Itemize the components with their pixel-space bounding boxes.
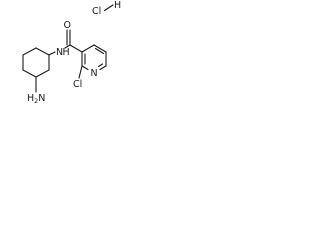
hcl-bond	[103, 4, 114, 12]
cyclohexane-bond	[35, 47, 50, 56]
pyridine-bond	[99, 65, 107, 71]
cyclohexane-bond	[22, 47, 37, 56]
cyclohexane-bond	[22, 69, 37, 78]
n-ring-bond	[48, 51, 56, 56]
c-cl-bond	[78, 65, 83, 79]
hcl-cl-label: Cl	[92, 6, 101, 17]
pyridine-bond	[81, 44, 95, 53]
amide-n-label: N	[56, 47, 63, 58]
chloro-substituent: Cl	[73, 65, 83, 90]
cyclohexane-ring	[22, 47, 50, 78]
amine-subscript: 2	[34, 97, 38, 105]
hcl-salt: Cl H	[92, 0, 121, 17]
amine-substituent: H2N	[27, 76, 45, 105]
ring-carbonyl-bond	[69, 44, 83, 53]
carbonyl-n-bond	[64, 44, 71, 49]
pyridine-bond	[93, 44, 107, 53]
amine-n-label: N	[38, 93, 45, 104]
amide-group: O N H	[48, 20, 83, 58]
cyclohexane-bond	[35, 69, 50, 78]
pyridine-ring: N	[81, 44, 107, 79]
hcl-h-label: H	[114, 0, 121, 11]
amine-label: H2N	[27, 93, 45, 105]
pyridine-n-label: N	[91, 68, 98, 79]
pyridine-bond	[81, 65, 89, 71]
pyridine-double-bond	[97, 63, 104, 68]
amine-h-label: H	[27, 93, 34, 104]
carbonyl-o-label: O	[64, 20, 71, 31]
molecule-structure: Cl H N Cl O N H	[22, 0, 121, 105]
amide-h-label: H	[63, 47, 70, 58]
chloro-label: Cl	[73, 79, 82, 90]
pyridine-double-bond	[94, 47, 105, 55]
